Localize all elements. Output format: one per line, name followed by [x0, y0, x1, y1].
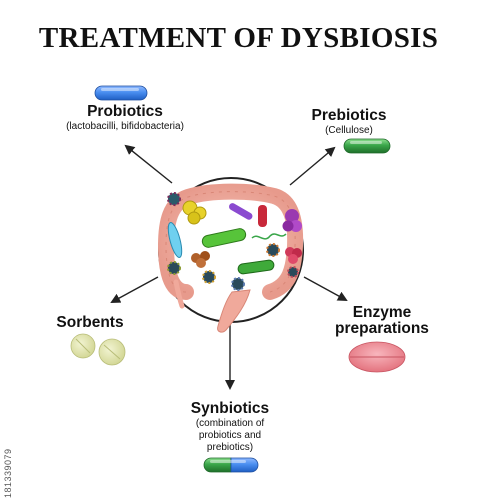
probiotics-capsule-icon — [94, 85, 148, 101]
page-title: TREATMENT OF DYSBIOSIS — [38, 22, 439, 54]
probiotics-label: Probiotics (lactobacilli, bifidobacteria… — [40, 103, 210, 133]
prebiotics-detail: (Cellulose) — [325, 125, 373, 137]
sorbents-label: Sorbents — [40, 314, 140, 331]
arrows — [110, 144, 348, 390]
probiotics-detail: (lactobacilli, bifidobacteria) — [66, 121, 184, 133]
prebiotics-capsule-icon — [343, 138, 391, 154]
arrow-prebiotics — [289, 146, 336, 186]
prebiotics-label: Prebiotics (Cellulose) — [294, 107, 404, 137]
sorbents-name: Sorbents — [56, 314, 124, 331]
stock-id-watermark: 181339079 — [3, 448, 13, 498]
synbiotics-label: Synbiotics (combination of probiotics an… — [180, 400, 280, 454]
synbiotics-detail: (combination of probiotics and prebiotic… — [195, 418, 265, 454]
intestine-illustration — [157, 177, 304, 333]
synbiotics-name: Synbiotics — [190, 400, 270, 417]
arrow-probiotics — [124, 144, 173, 184]
arrow-enzyme — [303, 276, 348, 301]
enzyme-name: Enzyme preparations — [335, 304, 429, 338]
enzyme-tablet-icon — [348, 341, 406, 373]
synbiotics-capsule-icon — [203, 457, 259, 473]
arrow-sorbents — [110, 276, 159, 303]
enzyme-label: Enzyme preparations — [332, 304, 432, 338]
sorbent-tablets-icon — [70, 333, 126, 366]
prebiotics-name: Prebiotics — [311, 107, 387, 124]
probiotics-name: Probiotics — [87, 103, 163, 120]
